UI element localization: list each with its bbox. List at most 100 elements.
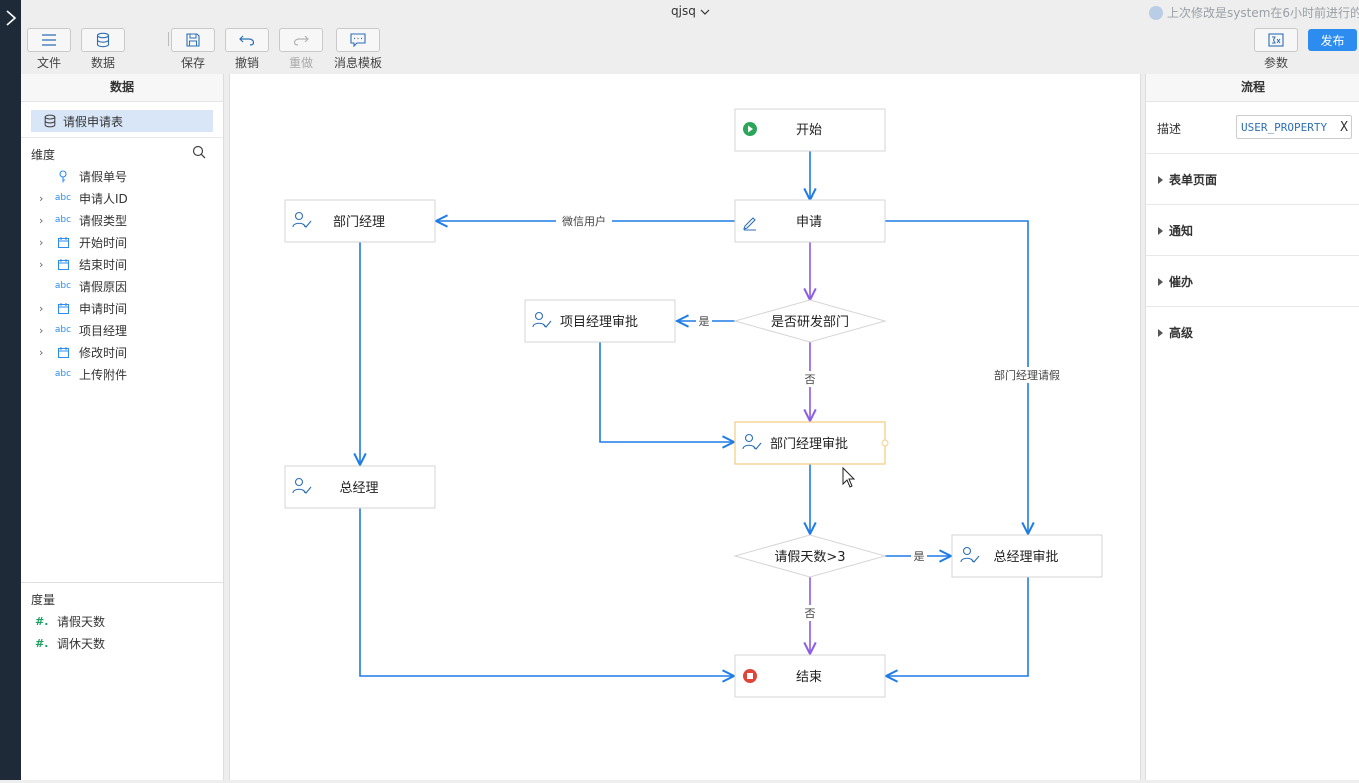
node-box[interactable] [734, 654, 886, 698]
edge-gm-approve-end[interactable] [886, 577, 1029, 676]
table-database-icon [44, 114, 56, 128]
node-gm-approve[interactable]: 总经理审批 [951, 534, 1103, 578]
measure-label: 请假天数 [57, 614, 106, 629]
chevron-right-icon[interactable]: › [39, 235, 44, 249]
edge-label-bg [556, 213, 612, 229]
undo-button[interactable]: 撤销 [225, 28, 269, 71]
node-gm[interactable]: 总经理 [284, 465, 436, 509]
node-pm-approve[interactable]: 项目经理审批 [524, 299, 676, 343]
measure-item[interactable]: #. 调休天数 [35, 633, 105, 653]
undo-button-frame[interactable] [225, 28, 269, 52]
left-navigation-bar [0, 0, 21, 780]
params-label: 参数 [1263, 56, 1288, 70]
edge-label-bg [990, 367, 1064, 383]
node-box[interactable] [734, 108, 886, 152]
dimension-item[interactable]: abc 请假原因 [39, 276, 127, 296]
message-template-label: 消息模板 [334, 56, 383, 70]
node-box[interactable] [524, 299, 676, 343]
divider [21, 582, 223, 583]
section-urge[interactable]: 催办 [1146, 256, 1359, 307]
chevron-right-icon[interactable]: › [39, 323, 44, 337]
edge-label-yes[interactable]: 是 [699, 315, 710, 328]
section-advanced[interactable]: 高级 [1146, 307, 1359, 357]
edge-pm-dm-approve[interactable] [599, 342, 734, 442]
dimension-item[interactable]: abc 上传附件 [39, 364, 127, 384]
chevron-right-icon[interactable]: › [39, 257, 44, 271]
connection-handle[interactable] [881, 439, 889, 447]
selected-table[interactable]: 请假申请表 [31, 110, 213, 132]
node-label: 是否研发部门 [771, 314, 849, 330]
publish-button[interactable]: 发布 [1308, 29, 1357, 51]
redo-button[interactable]: 重做 [279, 28, 323, 71]
node-dm-approve[interactable]: 部门经理审批 [734, 421, 889, 465]
redo-button-frame[interactable] [279, 28, 323, 52]
file-button-frame[interactable] [27, 28, 71, 52]
expand-chevron-icon[interactable] [3, 8, 19, 28]
edge-label-no[interactable]: 否 [805, 373, 816, 386]
edge-gm-end[interactable] [359, 508, 734, 676]
node-box[interactable] [734, 199, 886, 243]
node-end[interactable]: 结束 [734, 654, 886, 698]
abc-type-icon: abc [54, 325, 72, 335]
node-box[interactable] [284, 199, 436, 243]
abc-type-icon: abc [54, 193, 72, 203]
dimension-item[interactable]: › abc 申请人ID [39, 188, 128, 208]
node-box[interactable] [284, 465, 436, 509]
edge-label-wechat-user[interactable]: 微信用户 [562, 214, 606, 228]
clear-description-button[interactable]: X [1338, 116, 1348, 138]
description-input[interactable]: USER_PROPERTY X [1236, 115, 1352, 139]
key-icon [51, 169, 75, 183]
edge-label-yes[interactable]: 是 [914, 550, 925, 563]
dimension-item[interactable]: › 结束时间 [39, 254, 127, 274]
node-is-rd-decision[interactable]: 是否研发部门 [733, 299, 887, 343]
section-form-page[interactable]: 表单页面 [1146, 154, 1359, 205]
file-menu-button[interactable]: 文件 [27, 28, 71, 71]
edge-apply-gm-approve[interactable] [885, 220, 1028, 534]
abc-type-icon: abc [54, 215, 72, 225]
redo-icon [293, 35, 309, 46]
section-notify[interactable]: 通知 [1146, 205, 1359, 256]
flow-canvas[interactable]: 微信用户 是 否 部门经理请假 是 否 开始 [229, 74, 1141, 780]
save-button[interactable]: 保存 [171, 28, 215, 71]
formula-icon [1268, 33, 1284, 47]
node-box-selected[interactable] [734, 421, 886, 465]
edge-label-bg [911, 548, 927, 564]
search-icon[interactable] [192, 145, 206, 159]
params-button[interactable]: 参数 [1254, 28, 1298, 71]
edge-label-dept-manager-leave[interactable]: 部门经理请假 [994, 368, 1060, 382]
message-template-button-frame[interactable] [336, 28, 380, 52]
dimension-item[interactable]: › abc 项目经理 [39, 320, 127, 340]
decision-diamond[interactable] [733, 299, 887, 343]
data-button[interactable]: 数据 [81, 28, 125, 71]
document-title[interactable]: qjsq [671, 4, 710, 18]
params-button-frame[interactable] [1254, 28, 1298, 52]
node-dept-manager[interactable]: 部门经理 [284, 199, 436, 243]
edge-label-bg [802, 371, 818, 387]
dimension-item[interactable]: › 修改时间 [39, 342, 127, 362]
node-box[interactable] [951, 534, 1103, 578]
dimension-item[interactable]: 请假单号 [39, 166, 127, 186]
chevron-down-icon [700, 9, 710, 15]
dimension-label: 请假原因 [79, 279, 128, 294]
chevron-right-icon[interactable]: › [39, 345, 44, 359]
chevron-right-icon[interactable]: › [39, 213, 44, 227]
node-days-decision[interactable]: 请假天数>3 [733, 534, 887, 578]
dimension-item[interactable]: › 申请时间 [39, 298, 127, 318]
data-button-frame[interactable] [81, 28, 125, 52]
measure-item[interactable]: #. 请假天数 [35, 611, 105, 631]
message-template-button[interactable]: 消息模板 [334, 28, 382, 71]
properties-panel: 流程 描述 USER_PROPERTY X 表单页面 通知 催办 高级 [1145, 74, 1359, 780]
dimensions-title: 维度 [31, 148, 56, 162]
chevron-right-icon[interactable]: › [39, 191, 44, 205]
node-apply[interactable]: 申请 [734, 199, 886, 243]
message-icon [350, 33, 366, 47]
node-start[interactable]: 开始 [734, 108, 886, 152]
user-check-icon [292, 477, 312, 494]
dimension-item[interactable]: › abc 请假类型 [39, 210, 127, 230]
edge-label-no[interactable]: 否 [805, 607, 816, 620]
dimension-item[interactable]: › 开始时间 [39, 232, 127, 252]
chevron-right-icon[interactable]: › [39, 301, 44, 315]
edge-label-bg [696, 313, 712, 329]
save-button-frame[interactable] [171, 28, 215, 52]
decision-diamond[interactable] [733, 534, 887, 578]
